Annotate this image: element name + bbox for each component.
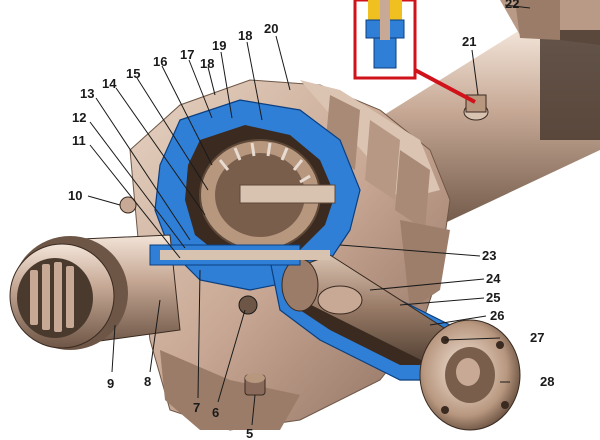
callout-23: 23 [482, 248, 496, 263]
callout-15: 15 [126, 66, 140, 81]
callout-20: 20 [264, 21, 278, 36]
callout-28: 28 [540, 374, 554, 389]
callout-21: 21 [462, 34, 476, 49]
leader-lines [87, 4, 531, 426]
callout-6: 6 [212, 405, 219, 420]
callout-14: 14 [102, 76, 117, 91]
ring-gear [199, 139, 336, 251]
callout-8: 8 [144, 374, 151, 389]
callout-18a: 18 [238, 28, 252, 43]
callout-5: 5 [246, 426, 253, 440]
callout-7: 7 [193, 400, 200, 415]
drive-pinion [281, 254, 456, 371]
callout-25: 25 [486, 290, 500, 305]
bearing-6 [238, 295, 258, 315]
callout-18b: 18 [200, 56, 214, 71]
callout-labels: 22 21 20 19 18 18 17 16 15 14 13 12 11 1… [68, 0, 554, 440]
inset-detail [353, 0, 476, 104]
callout-16: 16 [153, 54, 167, 69]
callout-22: 22 [505, 0, 519, 11]
callout-13: 13 [80, 86, 94, 101]
callout-12: 12 [72, 110, 86, 125]
callout-24: 24 [486, 271, 501, 286]
callout-10: 10 [68, 188, 82, 203]
callout-11: 11 [72, 133, 86, 148]
left-half-shaft-sleeve [9, 234, 330, 350]
callout-27: 27 [530, 330, 544, 345]
callout-19: 19 [212, 38, 226, 53]
callout-17: 17 [180, 47, 194, 62]
callout-9: 9 [107, 376, 114, 391]
drain-plug [244, 373, 266, 396]
drive-flange [419, 319, 521, 431]
callout-26: 26 [490, 308, 504, 323]
